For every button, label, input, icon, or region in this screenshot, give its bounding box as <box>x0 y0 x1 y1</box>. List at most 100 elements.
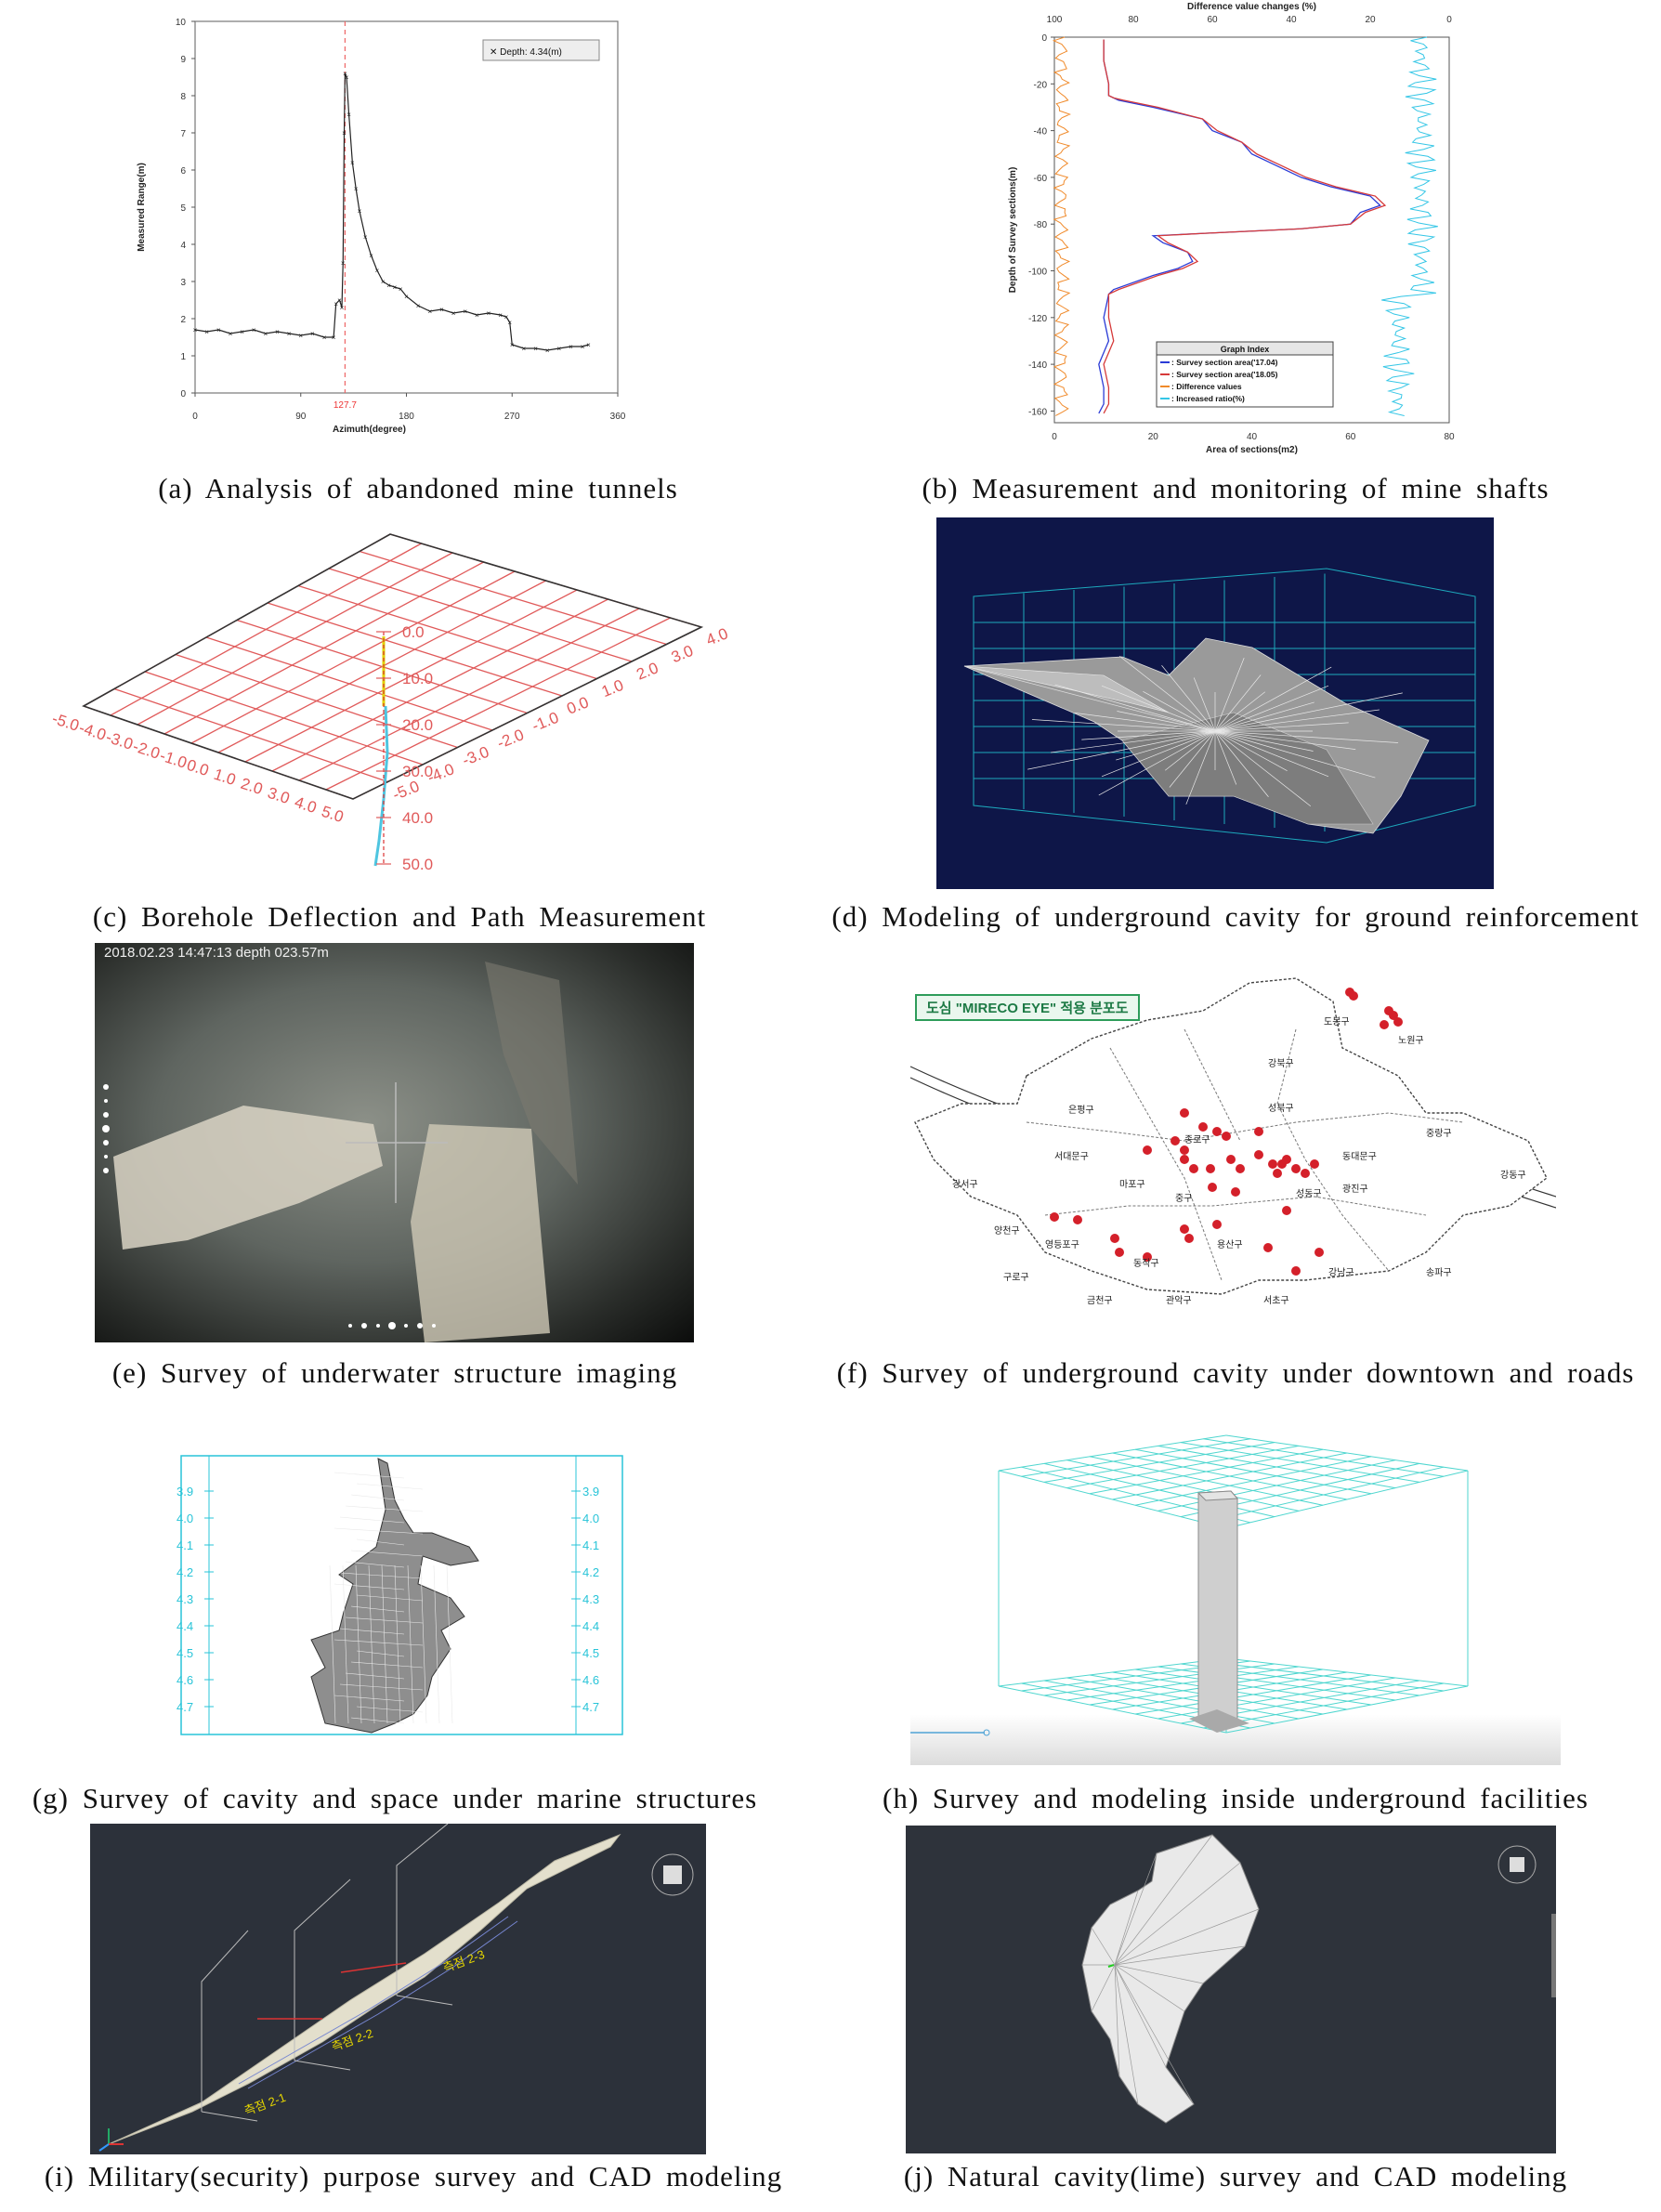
mesh-ray <box>1185 730 1216 805</box>
depth-tick-label-right: 4.7 <box>582 1700 599 1714</box>
bottom-x-tick-label: 80 <box>1444 432 1455 442</box>
grid-label-right: 0.0 <box>564 693 591 717</box>
view-cube-icon[interactable] <box>1498 1845 1537 1884</box>
range-point: × <box>345 73 349 82</box>
y-tick-label: 0 <box>1041 33 1047 44</box>
x-tick-label: 0 <box>192 412 198 422</box>
range-point: × <box>322 334 327 342</box>
depth-tick-label-left: 3.9 <box>177 1485 193 1499</box>
y-tick-label: 10 <box>176 18 187 28</box>
y-tick-label: -80 <box>1034 220 1048 230</box>
mesh-ray <box>1214 701 1314 732</box>
grid-line <box>244 589 578 763</box>
mesh-ray <box>1114 1964 1185 2012</box>
y-tick-label: 3 <box>180 278 186 288</box>
grid-label-left: 4.0 <box>293 793 319 817</box>
grid-line <box>1203 1466 1445 1524</box>
mesh-ray <box>1114 1964 1120 2077</box>
cavity-point <box>1180 1224 1189 1234</box>
depth-label: 0.0 <box>402 623 425 641</box>
plot-frame <box>1053 36 1450 424</box>
grid-line <box>1203 1438 1445 1477</box>
grid-line <box>267 602 563 697</box>
station-label-2-1: 측점 2-1 <box>242 2090 288 2118</box>
range-point: × <box>337 296 342 305</box>
map-title: 도심 "MIRECO EYE" 적용 분포도 <box>915 994 1140 1021</box>
mesh-ray <box>1118 655 1216 732</box>
depth-label: 30.0 <box>402 763 433 780</box>
mesh-ray <box>1214 730 1314 752</box>
cavity-point <box>1212 1127 1222 1136</box>
range-point: × <box>229 330 233 338</box>
grid-line <box>1203 1660 1445 1692</box>
range-point: × <box>350 159 355 167</box>
panel-e-underwater-image: 2018.02.23 14:47:13 depth 023.57m <box>95 943 694 1342</box>
grid-label-right: -5.0 <box>390 778 422 805</box>
district-label: 양천구 <box>994 1225 1020 1237</box>
grid-line <box>271 598 608 772</box>
y-axis-label: Depth of Survey sections(m) <box>1008 167 1018 294</box>
grid-line <box>1134 1448 1372 1495</box>
district-label: 동대문구 <box>1342 1151 1377 1162</box>
view-cube-icon[interactable] <box>651 1853 694 1896</box>
cavity-point <box>1171 1136 1180 1145</box>
cavity-point <box>1222 1132 1231 1141</box>
grid-label-right: -1.0 <box>530 709 561 736</box>
mesh-line <box>356 1706 424 1713</box>
grid-label-left: 2.0 <box>239 775 265 798</box>
cavity-point <box>1389 1011 1398 1020</box>
depth-tick-label-left: 4.2 <box>177 1565 193 1579</box>
legend-entry: : Difference values <box>1171 382 1242 391</box>
cavity-point <box>1184 1234 1194 1243</box>
cavity-point <box>1208 1183 1217 1192</box>
grid-line <box>1225 1434 1469 1472</box>
caption-i: (i) Military(security) purpose survey an… <box>44 2160 783 2192</box>
depth-label: 10.0 <box>402 670 433 687</box>
district-label: 은평구 <box>1068 1105 1094 1116</box>
legend-box <box>482 39 600 61</box>
depth-tick-label-left: 4.0 <box>177 1512 193 1525</box>
grid-label-left: 3.0 <box>266 784 292 807</box>
x-tick-label: 90 <box>295 412 307 422</box>
mesh-ray <box>1031 719 1216 732</box>
grid-line <box>359 550 667 646</box>
mesh-ray <box>1214 730 1356 751</box>
range-point: × <box>287 330 292 338</box>
range-point: × <box>332 334 336 342</box>
mesh-ray <box>1074 712 1216 732</box>
grid-line <box>297 584 597 680</box>
cavity-point <box>1310 1159 1319 1169</box>
y-tick-label: 0 <box>180 389 186 399</box>
navigation-bar[interactable] <box>1551 1914 1556 1997</box>
range-point: × <box>341 259 346 268</box>
grid-line <box>1225 1685 1469 1734</box>
top-x-tick-label: 40 <box>1286 15 1297 25</box>
grid-label-right: 4.0 <box>703 624 730 648</box>
mesh-line <box>433 1564 440 1724</box>
grid-line <box>1157 1459 1396 1512</box>
grid-label-right: -3.0 <box>460 743 491 770</box>
depth-tick-label-left: 4.6 <box>177 1673 193 1687</box>
range-point: × <box>581 343 585 351</box>
district-label: 금천구 <box>1087 1295 1113 1306</box>
difference-values-line <box>1052 36 1071 416</box>
mesh-ray <box>1098 730 1216 796</box>
mesh-line <box>345 1672 405 1680</box>
mesh-ray <box>1214 722 1349 732</box>
depth-tick-label-right: 3.9 <box>582 1485 599 1499</box>
top-x-tick-label: 20 <box>1365 15 1376 25</box>
mesh-ray <box>1114 1908 1260 1966</box>
district-label: 서초구 <box>1263 1295 1289 1306</box>
depth-label: 50.0 <box>402 856 433 873</box>
depth-tick-label-right: 4.1 <box>582 1538 599 1552</box>
panel-j-lime-cavity-cad <box>906 1826 1556 2153</box>
mesh-ray <box>1193 677 1216 732</box>
grid-line <box>1157 1666 1396 1701</box>
grid-label-left: -3.0 <box>104 728 136 753</box>
mesh-line <box>420 1564 427 1724</box>
mesh-ray <box>963 665 1216 732</box>
caption-b: (b) Measurement and monitoring of mine s… <box>922 472 1550 504</box>
underwater-image-svg <box>102 962 578 1342</box>
